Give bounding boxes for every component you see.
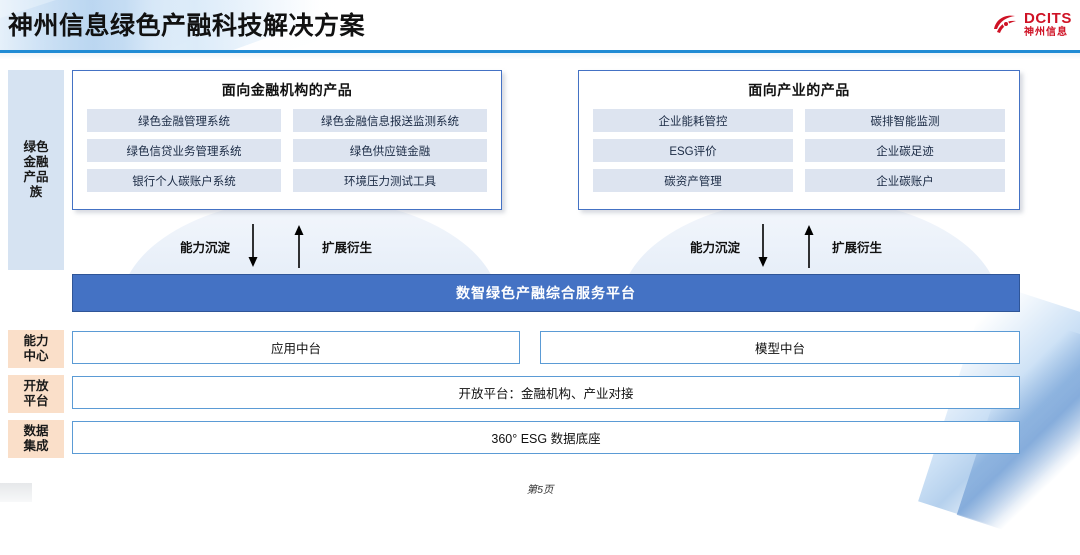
product-item[interactable]: 企业碳足迹 <box>805 139 1005 162</box>
arrow-up-icon <box>294 225 304 268</box>
page-number-label: 第5页 <box>526 484 554 496</box>
header-divider-line <box>0 50 1080 53</box>
product-item[interactable]: 绿色金融信息报送监测系统 <box>293 109 487 132</box>
panel-title: 面向金融机构的产品 <box>221 82 353 98</box>
open-platform-box[interactable]: 开放平台：金融机构、产业对接 <box>72 376 1020 409</box>
sidebar-item-label: 数据集成 <box>23 423 49 453</box>
product-item[interactable]: 绿色金融管理系统 <box>87 109 281 132</box>
capability-box-label: 模型中台 <box>754 342 805 356</box>
arrow-down-icon <box>248 224 258 267</box>
capability-box-label: 应用中台 <box>270 342 321 356</box>
flow-label-expansion-derivation: 扩展衍生 <box>322 240 373 255</box>
flow-arrows-left: 能力沉淀 扩展衍生 <box>180 222 372 270</box>
product-item[interactable]: 绿色信贷业务管理系统 <box>87 139 281 162</box>
sidebar-item-open-platform: 开放平台 <box>8 375 64 413</box>
company-logo: DCITS 神州信息 <box>991 8 1072 40</box>
product-item[interactable]: 环境压力测试工具 <box>293 169 487 192</box>
flow-arrows-right: 能力沉淀 扩展衍生 <box>690 222 882 270</box>
capability-box-application-middle-platform[interactable]: 应用中台 <box>72 331 520 364</box>
flow-label-capability-precipitation: 能力沉淀 <box>690 240 741 255</box>
header-divider-fade <box>0 53 1080 60</box>
platform-bar-label: 数智绿色产融综合服务平台 <box>456 285 636 301</box>
capability-box-model-middle-platform[interactable]: 模型中台 <box>540 331 1020 364</box>
product-panel-industry: 面向产业的产品 企业能耗管控 碳排智能监测 ESG评价 企业碳足迹 碳资产管理 … <box>578 70 1020 210</box>
product-item[interactable]: 银行个人碳账户系统 <box>87 169 281 192</box>
logo-text-cn: 神州信息 <box>1024 26 1068 38</box>
sidebar-item-green-finance-products: 绿色金融产品族 <box>8 70 64 270</box>
panel-item-grid: 绿色金融管理系统 绿色金融信息报送监测系统 绿色信贷业务管理系统 绿色供应链金融… <box>73 109 501 192</box>
sidebar-item-label: 能力中心 <box>23 333 49 363</box>
flow-label-expansion-derivation: 扩展衍生 <box>832 240 883 255</box>
panel-title: 面向产业的产品 <box>748 82 850 98</box>
sidebar-item-capability-center: 能力中心 <box>8 330 64 368</box>
arrow-up-icon <box>804 225 814 268</box>
product-item[interactable]: 碳资产管理 <box>593 169 793 192</box>
sidebar-item-data-integration: 数据集成 <box>8 420 64 458</box>
data-integration-label: 360° ESG 数据底座 <box>491 432 601 446</box>
arrow-down-icon <box>758 224 768 267</box>
page-footer: 第5页 <box>0 482 1080 497</box>
logo-text-block: DCITS 神州信息 <box>1024 11 1072 38</box>
product-item[interactable]: 绿色供应链金融 <box>293 139 487 162</box>
dcits-swirl-logo-icon <box>991 12 1019 36</box>
product-item[interactable]: 企业能耗管控 <box>593 109 793 132</box>
product-panel-financial-institutions: 面向金融机构的产品 绿色金融管理系统 绿色金融信息报送监测系统 绿色信贷业务管理… <box>72 70 502 210</box>
sidebar-item-label: 绿色金融产品族 <box>23 139 49 200</box>
data-integration-box[interactable]: 360° ESG 数据底座 <box>72 421 1020 454</box>
product-item[interactable]: ESG评价 <box>593 139 793 162</box>
panel-item-grid: 企业能耗管控 碳排智能监测 ESG评价 企业碳足迹 碳资产管理 企业碳账户 <box>579 109 1019 192</box>
open-platform-label: 开放平台：金融机构、产业对接 <box>458 387 634 401</box>
platform-bar[interactable]: 数智绿色产融综合服务平台 <box>72 274 1020 312</box>
page-title: 神州信息绿色产融科技解决方案 <box>8 12 366 40</box>
product-item[interactable]: 企业碳账户 <box>805 169 1005 192</box>
corner-swoosh-decoration-right <box>918 282 1080 548</box>
logo-text-en: DCITS <box>1024 9 1072 27</box>
sidebar-item-label: 开放平台 <box>23 378 49 408</box>
product-item[interactable]: 碳排智能监测 <box>805 109 1005 132</box>
page-header: 神州信息绿色产融科技解决方案 DCITS 神州信息 <box>0 0 1080 50</box>
flow-label-capability-precipitation: 能力沉淀 <box>180 240 231 255</box>
